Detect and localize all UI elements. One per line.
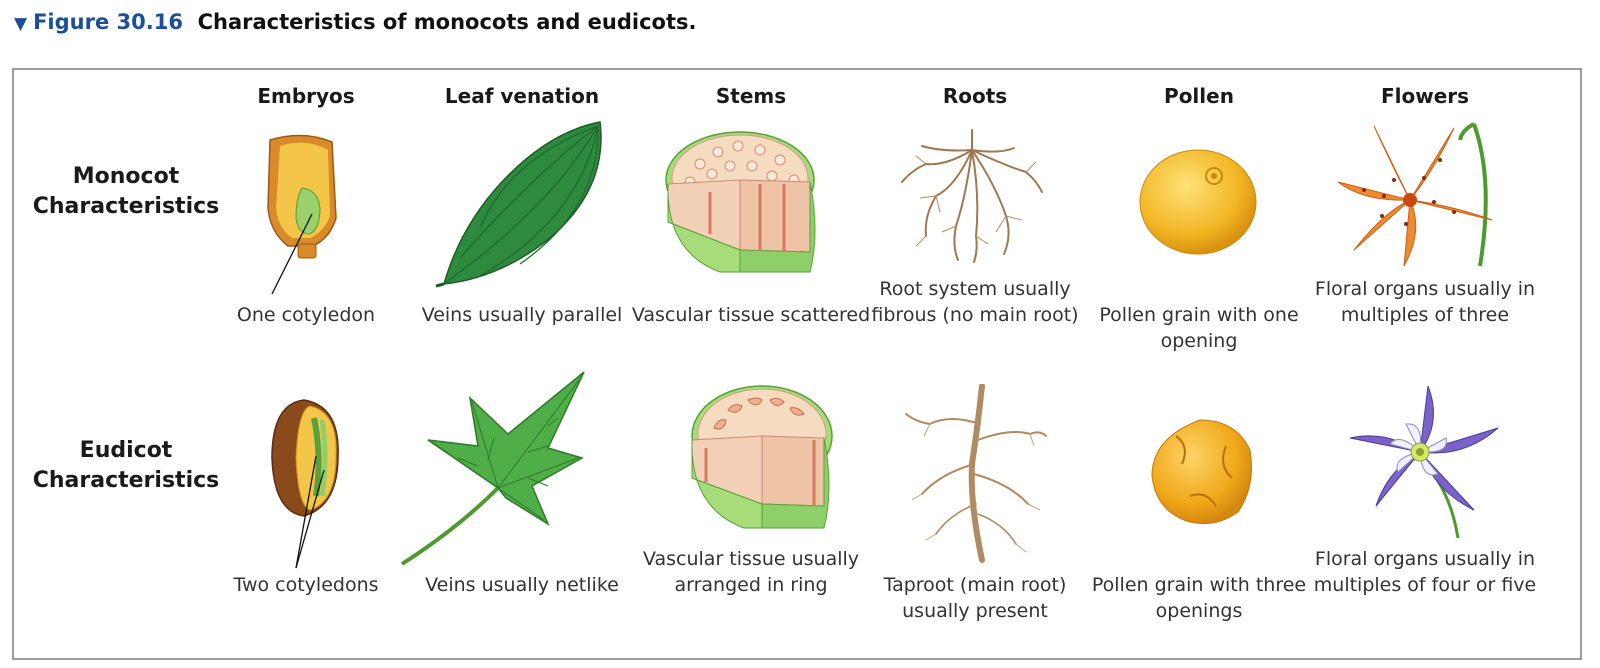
figure-number: Figure 30.16 xyxy=(33,10,183,34)
monocot-caption-embryos: One cotyledon xyxy=(236,304,376,326)
eudicot-root-illustration xyxy=(905,384,1047,563)
monocot-caption-pollen: Pollen grain with one opening xyxy=(1099,304,1299,352)
monocot-stem-illustration xyxy=(665,131,816,273)
monocot-leaf-illustration xyxy=(435,121,602,288)
triangle-icon: ▼ xyxy=(14,14,28,34)
eudicot-caption-stems: Vascular tissue usually arranged in ring xyxy=(642,548,860,596)
column-header-stems: Stems xyxy=(715,84,787,108)
column-header-leaf-venation: Leaf venation xyxy=(444,84,600,108)
eudicot-caption-embryos: Two cotyledons xyxy=(233,574,379,596)
eudicot-caption-roots: Taproot (main root) usually present xyxy=(883,574,1067,622)
figure-panel xyxy=(12,68,1582,660)
eudicot-flower-illustration xyxy=(1349,385,1499,539)
eudicot-caption-flowers: Floral organs usually in multiples of fo… xyxy=(1313,548,1537,596)
monocot-caption-leaf-venation: Veins usually parallel xyxy=(421,304,623,326)
column-header-embryos: Embryos xyxy=(257,84,355,108)
monocot-caption-roots: Root system usually fibrous (no main roo… xyxy=(871,278,1079,326)
monocot-flower-illustration xyxy=(1337,122,1493,267)
monocot-caption-flowers: Floral organs usually in multiples of th… xyxy=(1314,278,1536,326)
eudicot-stem-illustration xyxy=(691,385,833,529)
column-header-pollen: Pollen xyxy=(1164,84,1234,108)
figure-caption: Characteristics of monocots and eudicots… xyxy=(197,10,697,34)
monocot-pollen-illustration xyxy=(1139,149,1257,255)
eudicot-pollen-illustration xyxy=(1151,419,1252,525)
monocot-root-illustration xyxy=(901,129,1043,263)
column-header-flowers: Flowers xyxy=(1380,84,1470,108)
figure-title: ▼Figure 30.16 Characteristics of monocot… xyxy=(14,10,696,34)
eudicot-embryo-illustration xyxy=(271,399,339,569)
monocot-caption-stems: Vascular tissue scattered xyxy=(631,304,871,326)
eudicot-caption-leaf-venation: Veins usually netlike xyxy=(425,574,619,596)
row-header-monocot: Monocot Characteristics xyxy=(32,164,220,219)
column-header-roots: Roots xyxy=(942,84,1008,108)
eudicot-caption-pollen: Pollen grain with three openings xyxy=(1091,574,1307,622)
monocot-embryo-illustration xyxy=(267,134,337,295)
row-header-eudicot: Eudicot Characteristics xyxy=(32,438,220,493)
eudicot-leaf-illustration xyxy=(400,371,585,566)
